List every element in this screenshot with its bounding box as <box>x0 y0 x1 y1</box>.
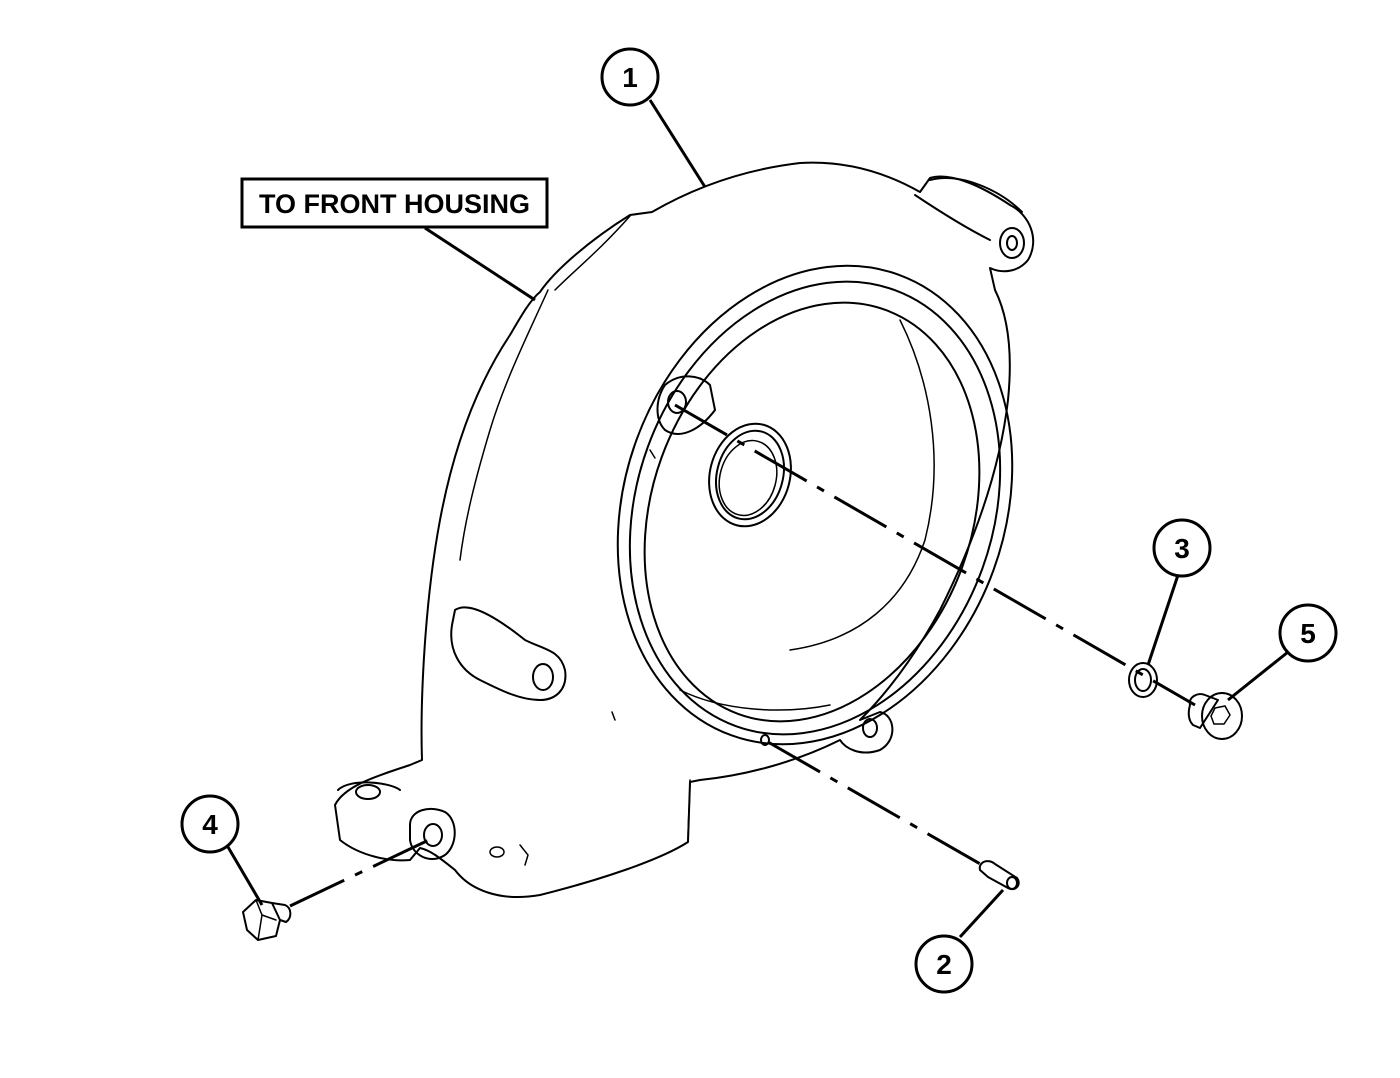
callout-4: 4 <box>180 794 240 854</box>
washer-part-3 <box>1128 662 1158 698</box>
housing-part-1 <box>334 161 1035 899</box>
to-front-housing-label: TO FRONT HOUSING <box>240 177 549 229</box>
callout-1: 1 <box>600 47 660 107</box>
hex-plug-part-4 <box>242 899 292 941</box>
callout-2: 2 <box>914 934 974 994</box>
label-box-text: TO FRONT HOUSING <box>259 189 530 219</box>
dowel-pin-part-2 <box>978 860 1020 891</box>
leader-4 <box>226 846 264 906</box>
leader-1 <box>648 99 707 188</box>
explode-line-5 <box>674 403 1196 707</box>
callout-3-number: 3 <box>1174 533 1190 564</box>
callout-5-number: 5 <box>1300 618 1316 649</box>
callout-2-number: 2 <box>936 949 952 980</box>
leader-label <box>424 226 536 302</box>
leader-2 <box>958 888 1005 939</box>
socket-plug-part-5 <box>1187 692 1243 740</box>
leader-3 <box>1146 574 1180 666</box>
callout-3: 3 <box>1152 518 1212 578</box>
callout-4-number: 4 <box>202 809 218 840</box>
explode-line-4 <box>289 836 434 908</box>
callout-1-number: 1 <box>622 62 638 93</box>
leader-5 <box>1227 650 1289 702</box>
explode-line-2 <box>767 740 983 867</box>
callout-5: 5 <box>1278 603 1338 663</box>
